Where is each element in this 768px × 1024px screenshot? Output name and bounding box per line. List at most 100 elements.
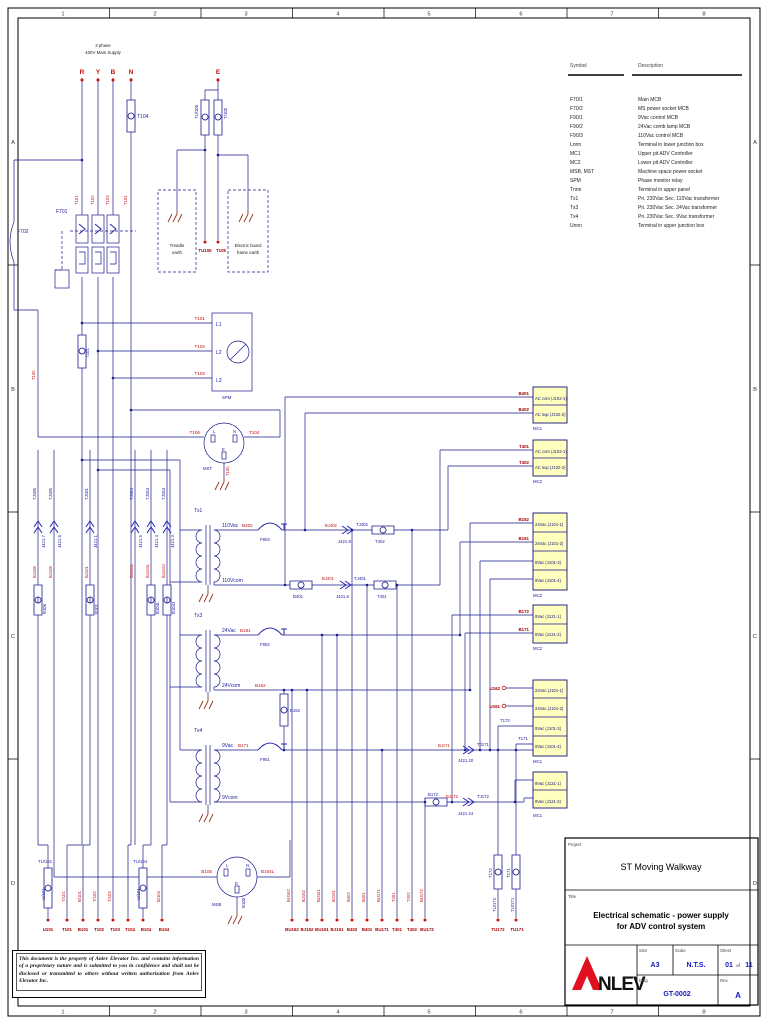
grid-row: D <box>11 881 15 887</box>
wire-label: TJ106 <box>32 487 37 500</box>
wires <box>13 78 533 918</box>
grid-col: 1 <box>61 12 64 18</box>
wire-label: B401 <box>519 391 530 396</box>
phase-n: N <box>129 69 134 76</box>
scale-value: N.T.S. <box>686 962 705 969</box>
wire-label: T402 <box>519 460 530 465</box>
box-row: 24Vac (J101-1) <box>535 688 564 693</box>
symbol: F90/1 <box>570 115 583 121</box>
description: Terminal in upper panel <box>638 187 690 193</box>
description: Phase monitor relay <box>638 178 683 184</box>
connector-label: J421.4 <box>154 534 159 548</box>
mst-pin-l: L <box>213 429 216 434</box>
box-name: MC1 <box>533 426 543 431</box>
terminal-label: BJ161 <box>331 927 344 932</box>
fuse-label: B106 <box>42 603 47 614</box>
wire-label: TU/172 <box>492 897 497 912</box>
frame-earth-box <box>227 189 269 273</box>
terminal-label: B402 <box>347 927 358 932</box>
earth-symbols <box>167 210 254 925</box>
symbol: Tx4 <box>570 214 579 220</box>
wire-label: BJ105 <box>48 565 53 578</box>
scale-label: Scale <box>675 948 686 953</box>
terminal-label: T402 <box>407 927 418 932</box>
grid-col: 1 <box>61 1010 64 1016</box>
grid-col: 3 <box>244 1010 247 1016</box>
box-row: 9Vac (J101-4) <box>535 744 562 749</box>
description: 110Vac control MCB <box>638 133 684 139</box>
wire-label: B402 <box>519 407 530 412</box>
mst-pin-e: E <box>222 447 225 452</box>
wire-label: B171 <box>238 743 249 748</box>
fuse-label: B104J <box>171 602 176 614</box>
box-row: 9Vac (J101-3) <box>535 726 562 731</box>
grid-col: 6 <box>519 1010 522 1016</box>
symbol-table: Symbol Description F70/1 Main MCB F70/2 … <box>568 63 742 229</box>
description: Terminal in lower junction box <box>638 142 704 148</box>
description: 9Vac control MCB <box>638 115 679 121</box>
title-label: Title <box>568 894 577 899</box>
symbol: F90/2 <box>570 124 583 130</box>
box-row: 9Vac (J101-3) <box>535 560 562 565</box>
tx4-com: 9Vcom <box>222 795 238 801</box>
size-label: Size <box>639 948 648 953</box>
box-name: MC1 <box>533 813 543 818</box>
box-row: AC com (J102-1) <box>535 396 567 401</box>
symbol: Lnnn <box>570 142 581 148</box>
wire-label: BU161 <box>316 889 321 902</box>
wire-label: TJ105 <box>48 487 53 500</box>
terminal-label: B104 <box>141 927 152 932</box>
connector-label: J421.1 <box>93 534 98 548</box>
terminal-label: BU161 <box>315 927 329 932</box>
symbol: Tx3 <box>570 205 579 211</box>
wire-label: BJ172 <box>446 794 459 799</box>
mcb-label: F701 <box>56 209 68 215</box>
wire-label: B172 <box>519 609 530 614</box>
terminal-label: T103 <box>110 927 121 932</box>
wire-label: BJ104J <box>161 564 166 578</box>
wire-label: BU171 <box>376 889 381 902</box>
wire-label: B/101 <box>77 890 82 902</box>
fuse-label: T401 <box>377 594 387 599</box>
grid-col: 5 <box>427 12 430 18</box>
wire-label: T104 <box>123 195 128 205</box>
box-row: 9Vac (J121-1) <box>535 614 562 619</box>
terminal-label: TU171 <box>510 927 524 932</box>
box-row: AC com (J102-1) <box>535 449 567 454</box>
title-block: Project ST Moving Walkway Title Electric… <box>564 837 759 1006</box>
tx3-com: 24Vcom <box>222 683 240 689</box>
wire-label: BJ162 <box>301 889 306 902</box>
fuse-label: B101 <box>94 603 99 614</box>
symbol: Tnnn <box>570 187 582 193</box>
controller-boxes <box>532 386 568 809</box>
symbol: F70/2 <box>570 106 583 112</box>
grid-col: 2 <box>153 12 156 18</box>
box-row: 24Vac (J101-1) <box>535 522 564 527</box>
msb-pin-l: L <box>226 863 229 868</box>
phase-b: B <box>111 69 116 76</box>
wire-label: BJ171 <box>438 743 451 748</box>
wire-label: T172 <box>500 718 510 723</box>
sheet-number: 01 <box>725 962 733 969</box>
wire-label: T106 <box>31 370 36 380</box>
rev-label: Rev. <box>720 978 729 983</box>
connector-label: J421.8 <box>336 594 350 599</box>
mcb-label: F901 <box>260 757 270 762</box>
wire-label: BJ161 <box>331 889 336 902</box>
wire-label: T100 <box>225 466 230 476</box>
earth-caption: Treadle <box>170 243 185 248</box>
description: Main MCB <box>638 97 662 103</box>
fuse-label: T101 <box>85 348 90 358</box>
grid-col: 6 <box>519 12 522 18</box>
size-value: A3 <box>651 962 660 969</box>
dwg-label: Dwg <box>639 978 648 983</box>
drawing-title: for ADV control system <box>617 922 706 931</box>
rev-value: A <box>735 991 741 1000</box>
wire-label: B161 <box>240 628 251 633</box>
symbol-table-header: Description <box>638 63 663 69</box>
logo-text: NLEV <box>598 974 646 995</box>
terminal-label: B104 <box>159 927 170 932</box>
fuse-label: T/105 <box>223 107 228 119</box>
fuse-label: TU/105 <box>194 104 199 119</box>
